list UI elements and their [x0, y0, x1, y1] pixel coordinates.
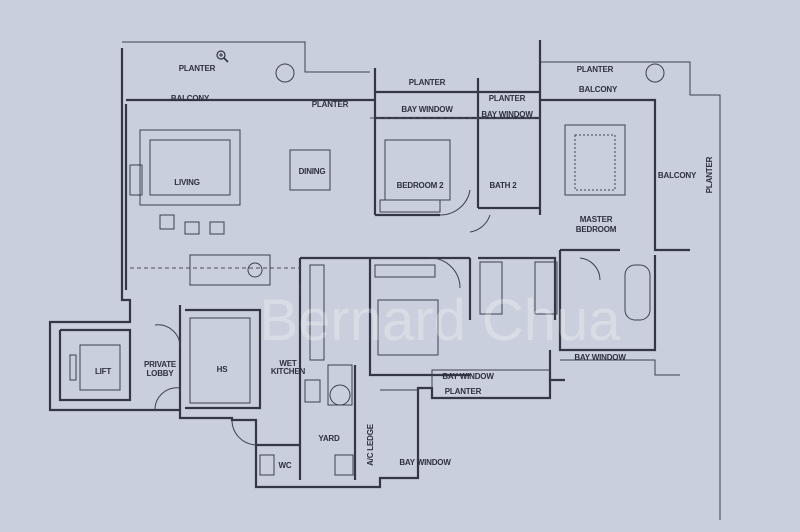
label-bay-window: BAY WINDOW — [399, 458, 451, 467]
master-bed — [564, 124, 626, 196]
label-balcony: BALCONY — [579, 85, 618, 94]
label-living: LIVING — [174, 178, 199, 187]
bed — [384, 139, 451, 201]
column-circle — [645, 63, 665, 83]
label-balcony: BALCONY — [658, 171, 697, 180]
label-bath-2: BATH 2 — [489, 181, 517, 190]
lift-car — [79, 344, 121, 391]
label-yard: YARD — [318, 434, 340, 443]
label-planter: PLANTER — [489, 94, 526, 103]
label-hs: HS — [217, 365, 229, 374]
label-private-lobby: PRIVATE — [144, 360, 177, 369]
label-planter: PLANTER — [312, 100, 349, 109]
fixtures — [69, 63, 665, 476]
label-wc: WC — [279, 461, 292, 470]
label-dining: DINING — [299, 167, 326, 176]
label-planter: PLANTER — [445, 387, 482, 396]
label-bedroom-2: BEDROOM 2 — [397, 181, 444, 190]
label-ac-ledge: A/C LEDGE — [366, 423, 375, 466]
label-bay-window: BAY WINDOW — [481, 110, 533, 119]
zoom-in-magnifier-icon[interactable] — [216, 50, 229, 63]
label-wet-kitchen: KITCHEN — [271, 367, 306, 376]
bathtub — [624, 264, 651, 321]
label-wet-kitchen: WET — [279, 359, 296, 368]
label-planter: PLANTER — [179, 64, 216, 73]
label-bay-window: BAY WINDOW — [442, 372, 494, 381]
sofa — [139, 129, 241, 206]
label-planter: PLANTER — [409, 78, 446, 87]
tv-console — [189, 254, 271, 286]
walls — [48, 40, 721, 520]
label-planter: PLANTER — [705, 156, 714, 193]
watermark: Bernard Chua — [259, 288, 621, 353]
dining-table — [289, 149, 331, 191]
label-lift: LIFT — [95, 367, 111, 376]
label-bay-window: BAY WINDOW — [574, 353, 626, 362]
label-master-bedroom: BEDROOM — [576, 225, 617, 234]
label-private-lobby: LOBBY — [146, 369, 174, 378]
washer — [329, 384, 351, 406]
label-planter: PLANTER — [577, 65, 614, 74]
room-labels: PLANTER BALCONY PLANTER PLANTER BAY WIND… — [95, 64, 714, 470]
column-circle — [275, 63, 295, 83]
label-bay-window: BAY WINDOW — [401, 105, 453, 114]
label-master-bedroom: MASTER — [580, 215, 613, 224]
label-balcony: BALCONY — [171, 94, 210, 103]
